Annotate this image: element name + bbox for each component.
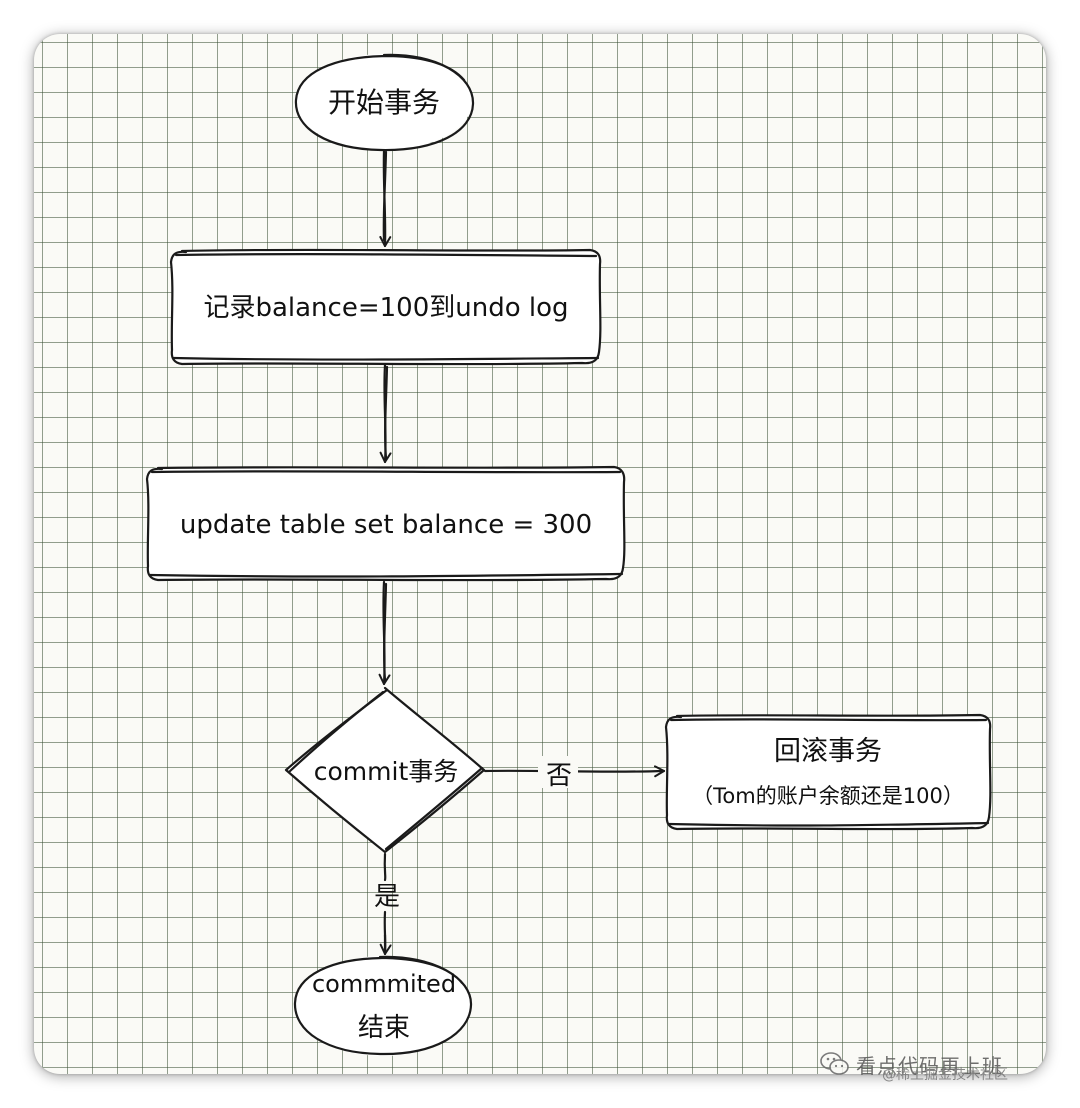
start-label: 开始事务 [328,86,440,119]
rollback-title: 回滚事务 [774,736,882,767]
no-label: 否 [546,761,572,791]
yes-label: 是 [374,882,400,912]
decision-node: commit事务 [284,686,486,854]
end-label-line2: 结束 [358,1013,410,1043]
edge-decision-to-rollback: 否 [483,756,666,791]
end-node: commmited 结束 [293,955,473,1056]
record-undo-label: 记录balance=100到undo log [203,293,568,323]
update-node: update table set balance = 300 [145,465,626,582]
wechat-icon [820,1052,849,1075]
start-node: 开始事务 [294,53,475,152]
rollback-note: （Tom的账户余额还是100） [692,784,964,808]
rollback-node: 回滚事务 （Tom的账户余额还是100） [664,713,992,831]
edge-update-to-decision [378,580,391,686]
decision-label: commit事务 [314,757,459,786]
end-label-line1: commmited [312,970,456,998]
record-undo-node: 记录balance=100到undo log [169,248,602,366]
watermark-subtext: @稀土掘金技术社区 [882,1067,1008,1083]
edge-decision-to-end: 是 [374,852,400,956]
edge-start-to-record [379,149,392,248]
watermark: 看点代码再上班 @稀土掘金技术社区 [820,1044,1008,1084]
edge-record-to-update [379,363,392,464]
watermark-text: 看点代码再上班 [856,1053,1003,1078]
update-label: update table set balance = 300 [180,510,592,540]
